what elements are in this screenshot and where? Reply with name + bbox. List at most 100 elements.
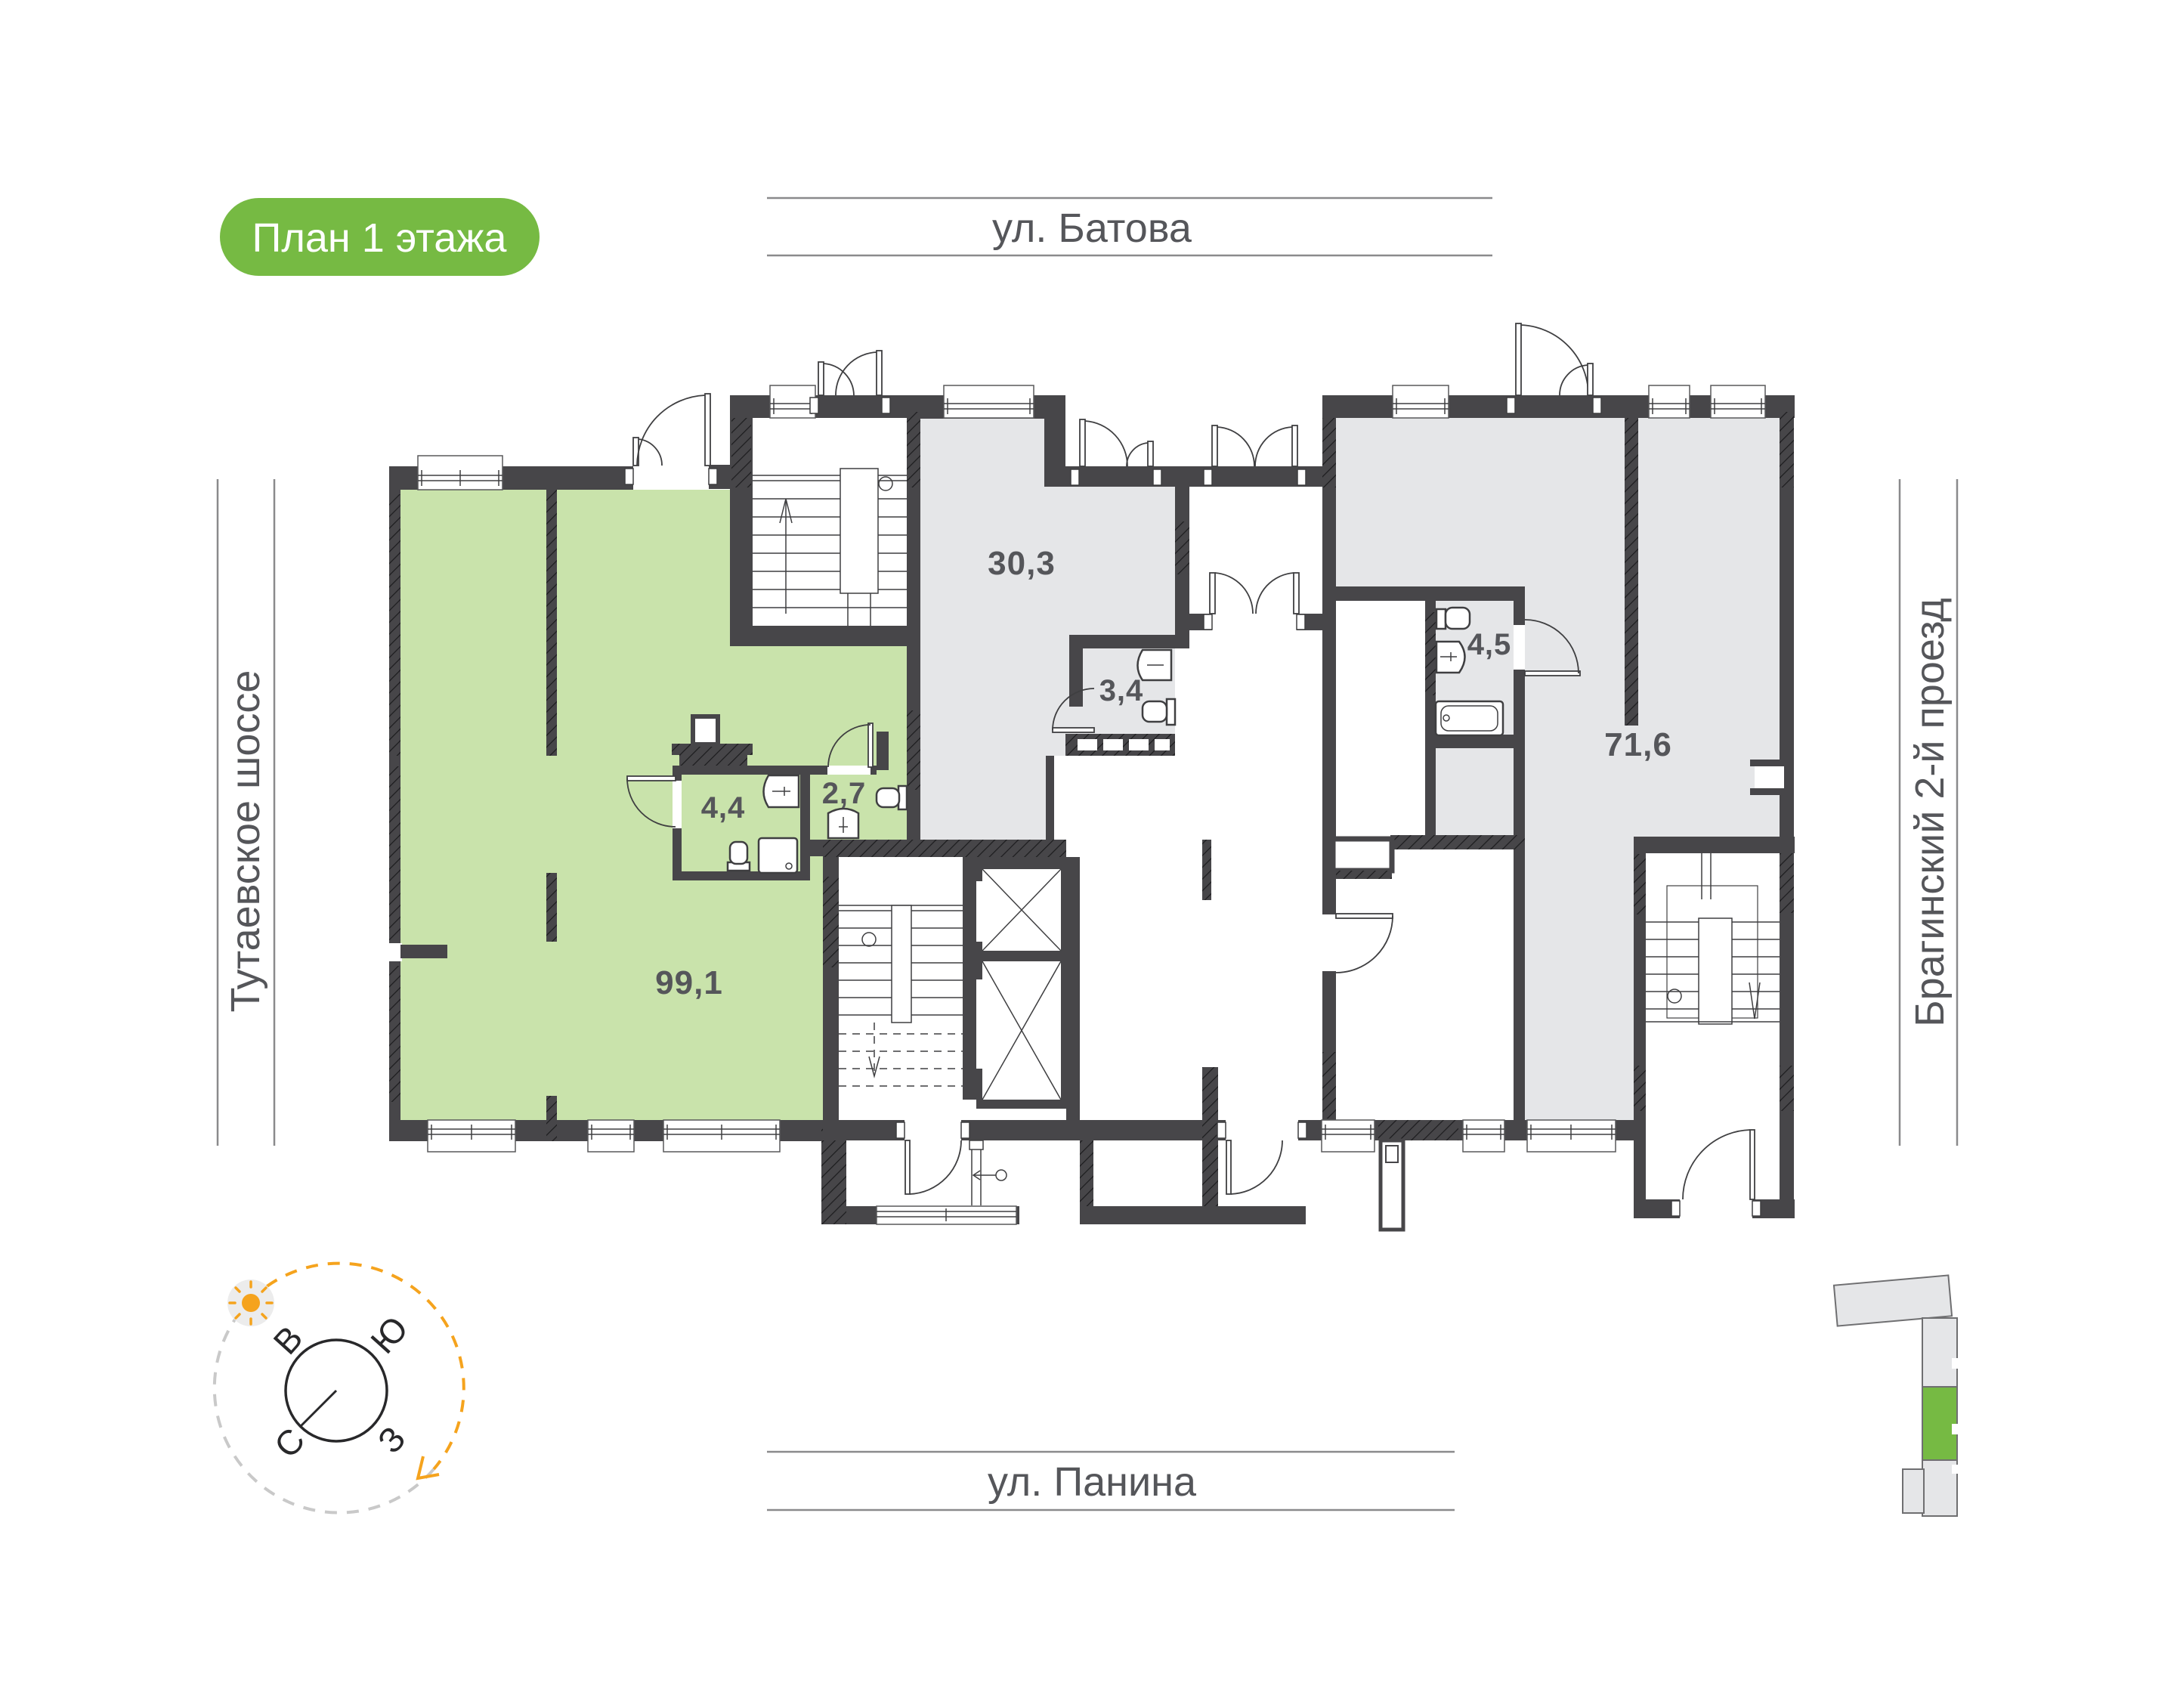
mini-building-section-current[interactable] [1922, 1386, 1958, 1461]
mini-notch-2 [1952, 1424, 1959, 1434]
compass-arrowhead [416, 1456, 440, 1481]
mini-building-section-upper [1922, 1317, 1958, 1388]
mini-building-lower-ext [1902, 1468, 1925, 1514]
niche-right-top [1750, 760, 1784, 766]
unit4-duct-hatch [1336, 871, 1392, 879]
duct-box [691, 714, 720, 747]
label-area-4-4: 4,4 [701, 791, 746, 825]
wall-left-hatch-1 [389, 494, 400, 756]
door-corridor-inner [1209, 572, 1300, 614]
street-left-label: Тутаевское шоссе [223, 670, 268, 1013]
door-gap-room27 [827, 766, 870, 775]
door-gap-porch-b [1226, 1120, 1298, 1140]
fixture-washbasin-34 [1136, 648, 1173, 682]
niche-right [1755, 766, 1784, 788]
wall-duct-beam2 [679, 755, 747, 766]
window-tower-top [769, 385, 816, 419]
wall-col-unit1-b [546, 873, 557, 942]
elevators [982, 868, 1062, 1100]
unit4-duct-box [1330, 836, 1395, 874]
vent-slot-1 [1078, 739, 1097, 750]
fixture-shower-44 [757, 837, 799, 874]
fixture-toilet-45 [1435, 606, 1471, 630]
wall-unit2-right-lower [1046, 756, 1054, 840]
street-bottom-label: ул. Панина [988, 1459, 1197, 1505]
wall-right-hatch2 [1780, 840, 1794, 913]
window-unit1-bottom-3 [663, 1119, 781, 1153]
wall-room44-top [677, 766, 810, 775]
wall-room45-left-hatch [1425, 612, 1436, 695]
title-badge-label: План 1 этажа [252, 215, 508, 261]
street-top-label: ул. Батова [992, 206, 1192, 251]
wall-stair-right-top [1634, 837, 1795, 853]
street-top: ул. Батова [767, 196, 1492, 257]
fixture-toilet-34 [1141, 698, 1177, 726]
label-area-2-7: 2,7 [822, 777, 867, 810]
elevator-door-2 [976, 979, 982, 1069]
wall-tower-bottom [730, 626, 920, 646]
fixture-washbasin-45 [1435, 640, 1466, 674]
mini-building-top-wing [1832, 1274, 1953, 1327]
wall-step-unit2 [1044, 395, 1065, 487]
label-area-71-6: 71,6 [1604, 726, 1672, 763]
stair-core [839, 905, 963, 1087]
door-gap-unit4 [1322, 914, 1336, 971]
title-badge: План 1 этажа [220, 198, 540, 276]
wall-bottom-unit1-hatchcol [546, 1120, 557, 1141]
label-area-4-5: 4,5 [1467, 628, 1512, 661]
wall-unit4-lower-top [1390, 835, 1525, 849]
title-badge-bg [220, 198, 540, 276]
wall-porch-pier2 [1202, 1067, 1218, 1214]
elevator-door-1 [976, 881, 982, 942]
label-area-99-1: 99,1 [655, 964, 723, 1001]
wall-unit4-left [1322, 395, 1336, 1120]
vent-slot-4 [1155, 739, 1170, 750]
compass-needle [299, 1389, 338, 1428]
wall-unit4-left-hatch2 [1322, 1052, 1336, 1119]
door-vestibule-a [905, 1140, 962, 1195]
wall-room45-right [1514, 601, 1525, 1120]
mini-notch-1 [1952, 1358, 1959, 1369]
room-unit-30-3[interactable] [920, 419, 1175, 840]
porch-inner-leaf [969, 1140, 1007, 1205]
wall-right-hatch3 [1780, 1066, 1794, 1111]
door-gap-vestibule-right [1680, 1199, 1752, 1218]
mini-siteplan [1832, 1274, 1959, 1517]
fixture-toilet-44 [726, 840, 751, 872]
porch-open-gap [1019, 1206, 1080, 1224]
room-unit-71-6[interactable] [1336, 418, 1781, 1120]
street-right: Брагинский 2-й проезд [1898, 479, 1959, 1146]
mini-notch-3 [1952, 1465, 1959, 1474]
room-4-5-lower-floor [1436, 748, 1514, 835]
wall-stair-right-left-hatch1 [1634, 854, 1646, 914]
door-gap-vestibule-a [905, 1120, 961, 1140]
wall-right-exterior [1780, 395, 1794, 1218]
wall-tower-top [730, 395, 920, 418]
wall-porch-pier1 [1080, 1140, 1093, 1206]
wall-room27-flag [877, 732, 889, 770]
door-corridor-entry [1211, 425, 1298, 467]
wall-right-hatch1 [1780, 412, 1794, 487]
window-unit1-bottom-1 [427, 1119, 516, 1153]
window-unit4-bottom-2 [1462, 1119, 1505, 1153]
wall-left-hatch-2 [389, 766, 400, 940]
label-area-3-4: 3,4 [1099, 674, 1144, 707]
label-area-30-3: 30,3 [988, 545, 1056, 582]
compass-arc-gray [212, 1299, 435, 1515]
wall-unit4-partition [1625, 418, 1638, 726]
street-right-label: Брагинский 2-й проезд [1907, 598, 1953, 1027]
window-unit2-top [943, 385, 1034, 419]
wall-core-top [823, 840, 1066, 857]
wall-room34-top [1069, 635, 1175, 648]
window-unit1-bottom-2 [587, 1119, 635, 1153]
wall-tower-right-hatch2 [907, 710, 920, 790]
wall-room45-top [1336, 586, 1525, 601]
wall-room27-bottomjoin [810, 840, 823, 856]
wall-core-left-hatch [823, 877, 839, 967]
door-unit4-entry [1515, 323, 1594, 396]
stair-tower-left [753, 468, 907, 626]
door-tower-entry [818, 350, 883, 396]
room-unit-99-1[interactable] [400, 490, 907, 1120]
door-unit1-entry [632, 393, 711, 466]
